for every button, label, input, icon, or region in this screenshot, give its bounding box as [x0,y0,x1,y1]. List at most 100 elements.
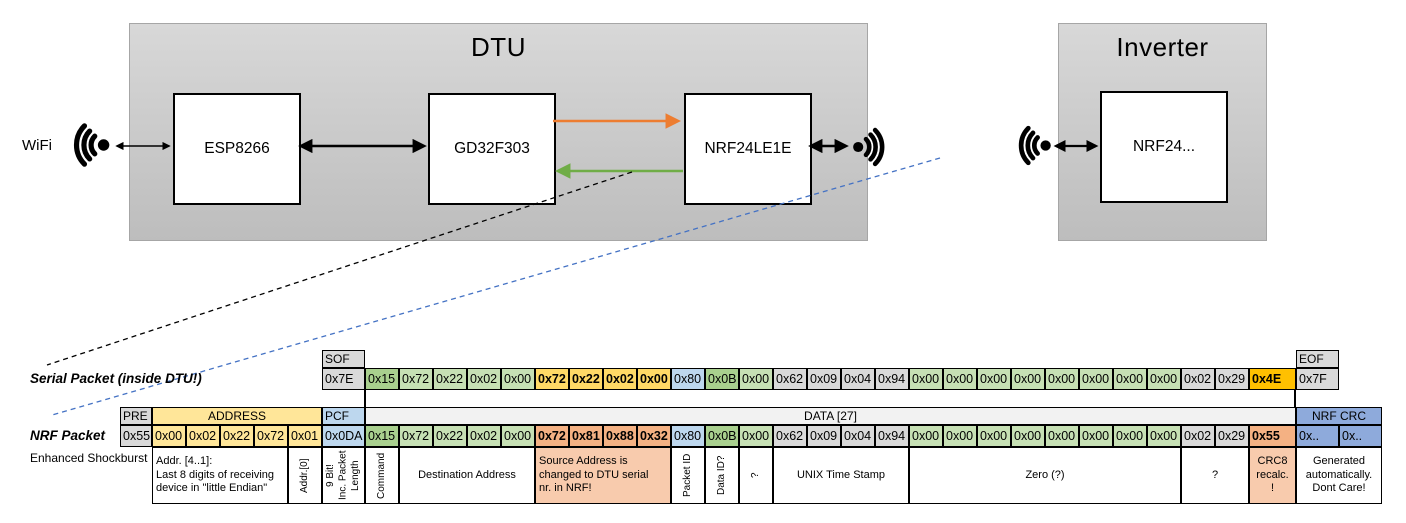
address-byte-cell: 0x22 [220,425,254,447]
nrf-byte-cell: 0x15 [365,425,399,447]
nrf-byte-cell: 0x02 [467,425,501,447]
wifi-label: WiFi [22,137,52,154]
serial-byte-cell: 0x15 [365,368,399,390]
serial-byte-cell: 0x62 [773,368,807,390]
nrf-byte-cell: 0x22 [433,425,467,447]
serial-byte-cell: 0x72 [535,368,569,390]
pre-byte: 0x55 [120,425,152,447]
nrf-byte-cell: 0x94 [875,425,909,447]
nrf-byte-cell: 0x04 [841,425,875,447]
serial-byte-cell: 0x94 [875,368,909,390]
address-header: ADDRESS [152,407,322,425]
eof-byte: 0x7F [1296,368,1339,390]
nrf-byte-cell: 0x81 [569,425,603,447]
address-byte-cell: 0x72 [254,425,288,447]
nrf-byte-cell: 0x00 [909,425,943,447]
esp8266-label: ESP8266 [204,140,270,157]
nrf-byte-cell: 0x55 [1249,425,1296,447]
nrf24le1e-box: NRF24LE1E [684,93,812,205]
nrf-byte-cell: 0x02 [1181,425,1215,447]
serial-byte-cell: 0x4E [1249,368,1296,390]
eof-header: EOF [1296,350,1339,368]
wifi-icon [1018,125,1051,166]
gd32f303-box: GD32F303 [428,93,556,205]
nrf-byte-cell: 0x00 [977,425,1011,447]
annotation-cell: Generated automatically. Dont Care! [1296,447,1382,504]
annotation-cell: Addr. [4..1]: Last 8 digits of receiving… [152,447,288,504]
annotation-cell: CRC8 recalc. ! [1249,447,1296,504]
serial-byte-cell: 0x09 [807,368,841,390]
address-byte-cell: 0x02 [186,425,220,447]
annotation-cell: Packet ID [671,447,705,504]
annotation-cell [120,447,152,504]
nrf-byte-cell: 0x00 [739,425,773,447]
serial-byte-cell: 0x00 [637,368,671,390]
nrf-byte-cell: 0x0B [705,425,739,447]
data-region-right-connector [1294,389,1296,408]
annotation-cell: UNIX Time Stamp [773,447,909,504]
nrf-byte-cell: 0x00 [1147,425,1181,447]
nrf-byte-cell: 0x00 [943,425,977,447]
inverter-nrf24-box: NRF24... [1100,91,1228,203]
data-region-left-connector [364,389,366,408]
serial-byte-cell: 0x22 [433,368,467,390]
nrf-byte-cell: 0x32 [637,425,671,447]
annotation-cell: 9 Bit! Inc. Packet Length [322,447,365,504]
serial-byte-cell: 0x02 [1181,368,1215,390]
annotation-cell: Source Address is changed to DTU serial … [535,447,671,504]
nrf-byte-cell: 0x80 [671,425,705,447]
address-byte-cell: 0x01 [288,425,322,447]
address-byte-cell: 0x00 [152,425,186,447]
serial-byte-cell: 0x80 [671,368,705,390]
wifi-icon [73,123,110,167]
nrf-byte-cell: 0x00 [1113,425,1147,447]
serial-byte-cell: 0x00 [1045,368,1079,390]
serial-byte-cell: 0x00 [1079,368,1113,390]
inverter-nrf24-label: NRF24... [1132,138,1195,155]
sof-byte: 0x7E [322,368,365,390]
data-header: DATA [27] [365,407,1296,425]
serial-header-spacer [365,350,1296,368]
dtu-title: DTU [471,32,526,62]
serial-byte-cell: 0x00 [977,368,1011,390]
gd32f303-label: GD32F303 [454,140,530,157]
annotation-cell: Data ID? [705,447,739,504]
nrf-byte-cell: 0x29 [1215,425,1249,447]
nrf-packet-label: NRF Packet [30,428,106,443]
nrf-byte-cell: 0x00 [501,425,535,447]
serial-byte-cell: 0x72 [399,368,433,390]
nrf-byte-cell: 0x72 [535,425,569,447]
serial-byte-cell: 0x22 [569,368,603,390]
sof-header: SOF [322,350,365,368]
annotation-cell: ? [739,447,773,504]
nrf-byte-cell: 0x00 [1011,425,1045,447]
serial-byte-cell: 0x02 [467,368,501,390]
serial-byte-cell: 0x29 [1215,368,1249,390]
serial-byte-cell: 0x00 [1011,368,1045,390]
pcf-byte: 0x0DA [322,425,365,447]
serial-byte-cell: 0x00 [1113,368,1147,390]
nrf-byte-cell: 0x88 [603,425,637,447]
serial-packet-label: Serial Packet (inside DTU!) [30,371,202,386]
nrf-byte-cell: 0x00 [1045,425,1079,447]
annotation-cell: ? [1181,447,1249,504]
nrf-byte-cell: 0x72 [399,425,433,447]
serial-byte-cell: 0x00 [739,368,773,390]
serial-byte-cell: 0x00 [909,368,943,390]
annotation-cell: Addr.[0] [288,447,322,504]
nrf-byte-cell: 0x00 [1079,425,1113,447]
wifi-icon [853,127,885,167]
nrf-byte-cell: 0x62 [773,425,807,447]
serial-byte-cell: 0x04 [841,368,875,390]
nrf-crc-byte-cell: 0x.. [1296,425,1339,447]
nrf-crc-header: NRF CRC [1296,407,1382,425]
nrf-crc-byte-cell: 0x.. [1339,425,1382,447]
nrf-packet-table: PRE ADDRESS PCF DATA [27] NRF CRC 0x55 0… [120,407,1382,504]
inverter-title: Inverter [1116,32,1209,62]
pcf-header: PCF [322,407,365,425]
annotation-cell: Destination Address [399,447,535,504]
nrf24le1e-label: NRF24LE1E [704,140,792,157]
annotation-cell: Zero (?) [909,447,1181,504]
